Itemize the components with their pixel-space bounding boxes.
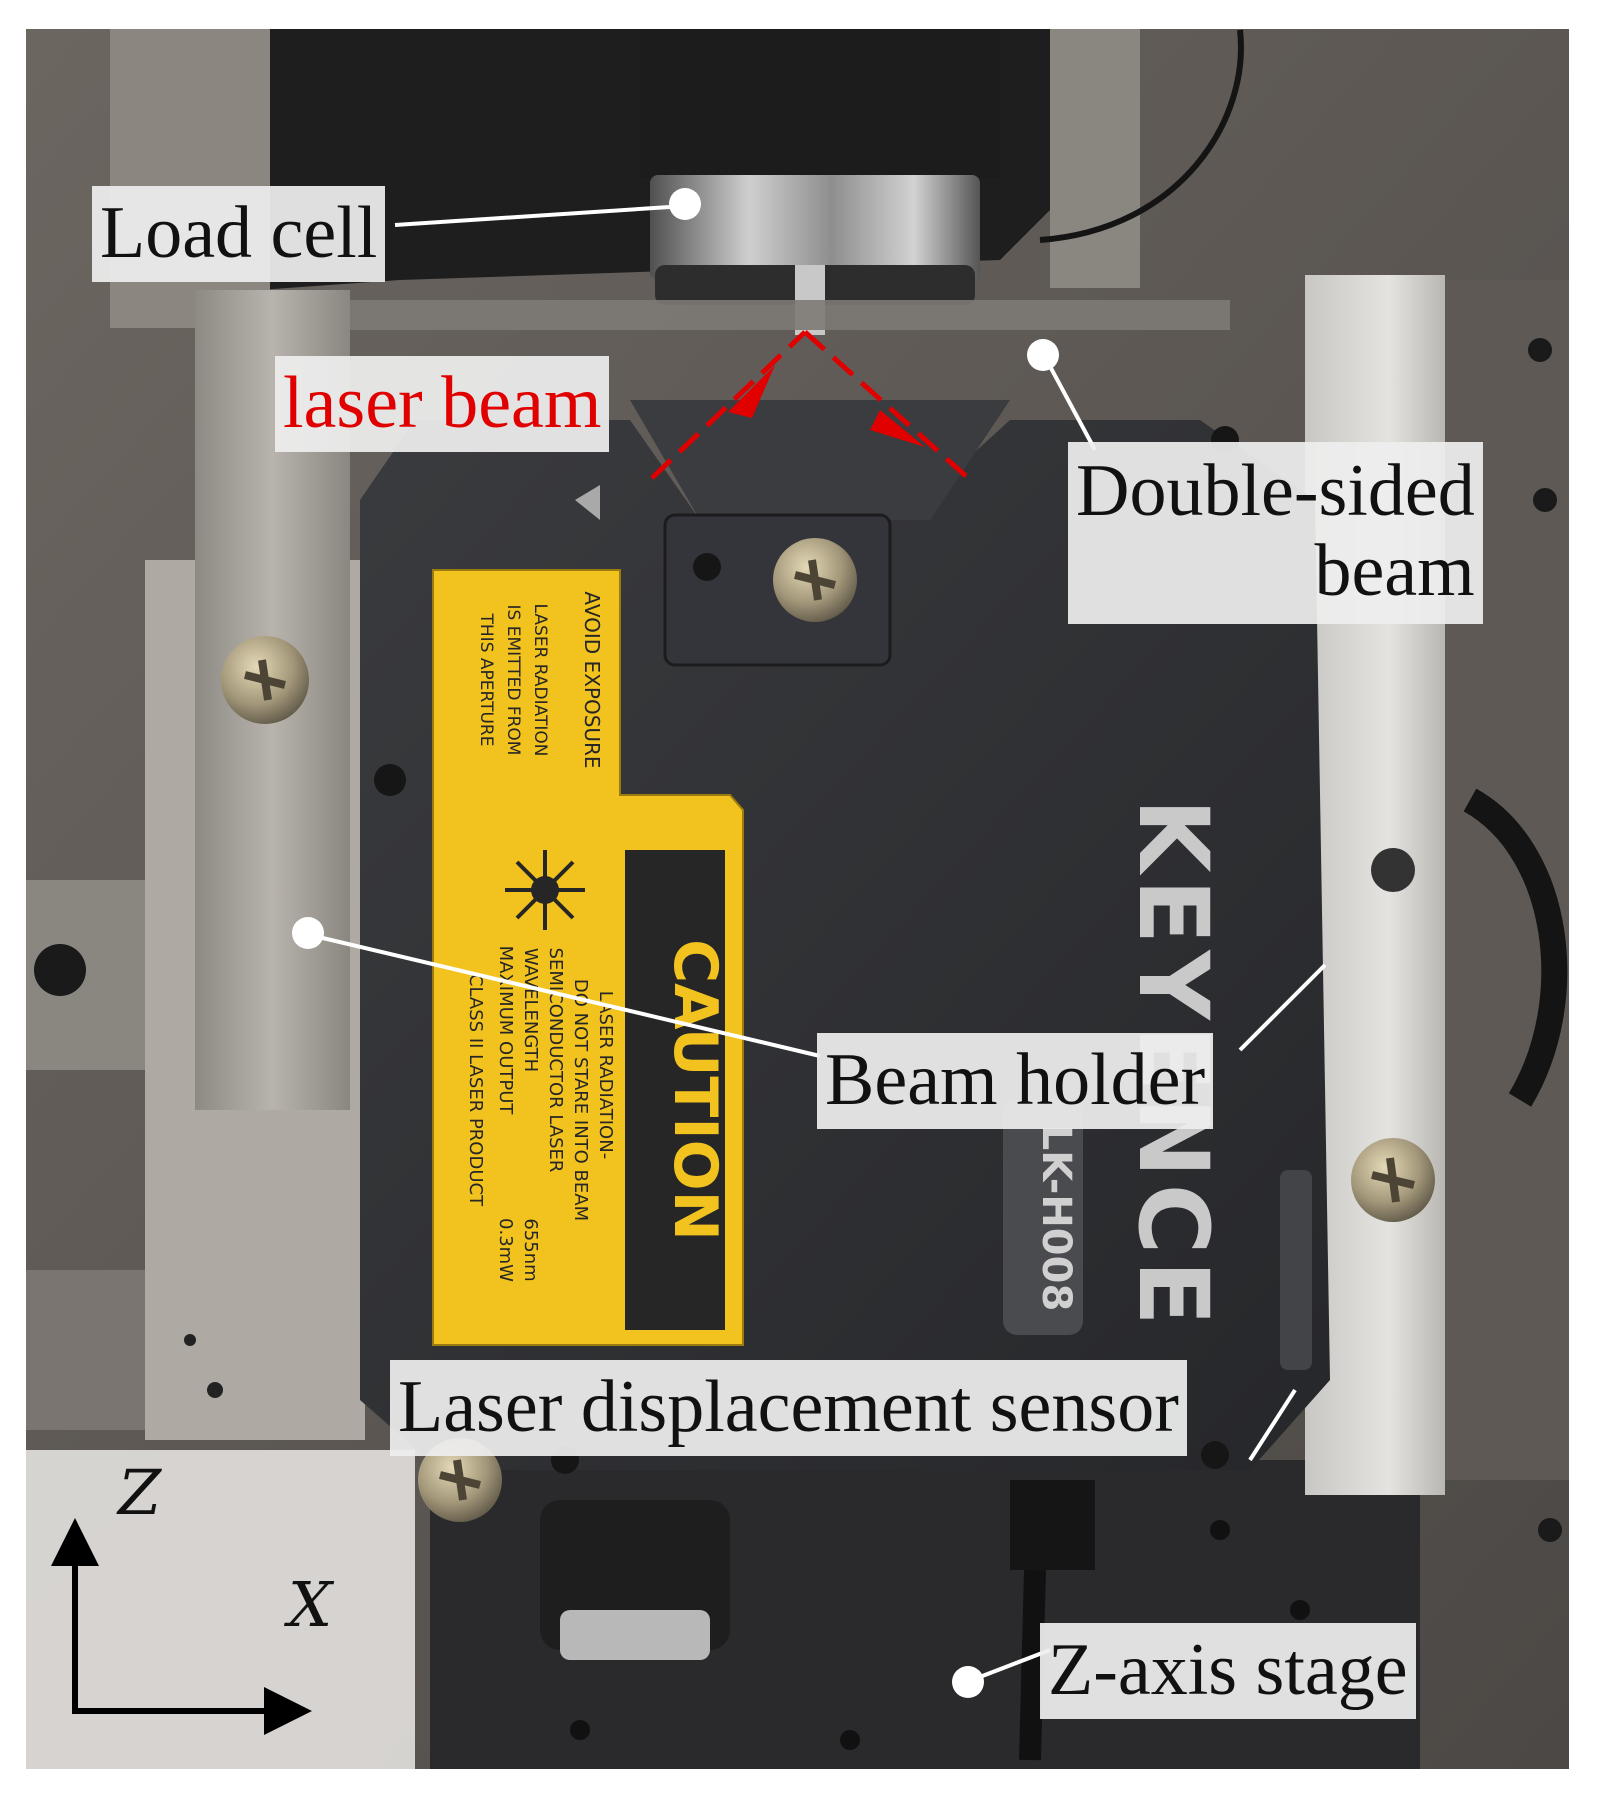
double-sided-beam-label-line-1: Double-sided <box>1076 450 1475 532</box>
laser-warning-symbol-icon <box>505 850 585 930</box>
laser-beam-path <box>650 330 970 480</box>
load-cell-label: Load cell <box>92 186 386 282</box>
z-axis-label: Z <box>118 1456 162 1529</box>
axis-arrows <box>51 1518 312 1735</box>
x-axis-label: X <box>288 1568 333 1641</box>
sticker-right-line-6: CLASS II LASER PRODUCT <box>465 974 486 1207</box>
axes-backdrop <box>25 1450 415 1770</box>
sticker-right-line-4: WAVELENGTH <box>520 948 541 1072</box>
sticker-avoid-text: AVOID EXPOSURE <box>580 591 604 768</box>
sticker-left-line-2: IS EMITTED FROM <box>503 605 523 756</box>
sticker-right-line-1: LASER RADIATION- <box>595 991 616 1159</box>
laser-beam-label: laser beam <box>275 356 610 452</box>
model-badge <box>1003 1100 1083 1335</box>
model-text: LK-H008 <box>1033 1125 1079 1312</box>
sticker-right-line-3: SEMICONDUCTOR LASER <box>545 948 566 1173</box>
z-axis-stage-label: Z-axis stage <box>1040 1623 1416 1719</box>
leader-dots <box>292 188 1059 1698</box>
laser-up-arrow-icon <box>728 365 775 418</box>
double-sided-beam-label: Double-sided beam <box>1068 442 1483 624</box>
double-sided-beam-plate <box>350 300 1230 330</box>
load-cell <box>640 28 1000 335</box>
beam-holder-label: Beam holder <box>817 1033 1214 1129</box>
sticker-spec-output: 0.3mW <box>495 1218 516 1282</box>
laser-sensor-label: Laser displacement sensor <box>390 1360 1187 1456</box>
sticker-right-line-5: MAXIMUM OUTPUT <box>495 946 516 1116</box>
sticker-caution-text: CAUTION <box>660 939 730 1241</box>
sticker-left-line-3: THIS APERTURE <box>476 613 496 747</box>
sticker-spec-wavelength: 655nm <box>520 1218 541 1281</box>
leader-lines <box>309 204 1327 1682</box>
double-sided-beam-label-line-2: beam <box>1314 529 1475 612</box>
photo-border <box>24 27 1571 1771</box>
sticker-left-line-1: LASER RADIATION <box>530 604 550 757</box>
caution-sticker: CAUTION AVOID EXPOSURE LASER RADIATION I… <box>432 569 744 1346</box>
laser-down-arrow-icon <box>870 410 925 447</box>
sticker-right-line-2: DO NOT STARE INTO BEAM <box>570 979 591 1221</box>
